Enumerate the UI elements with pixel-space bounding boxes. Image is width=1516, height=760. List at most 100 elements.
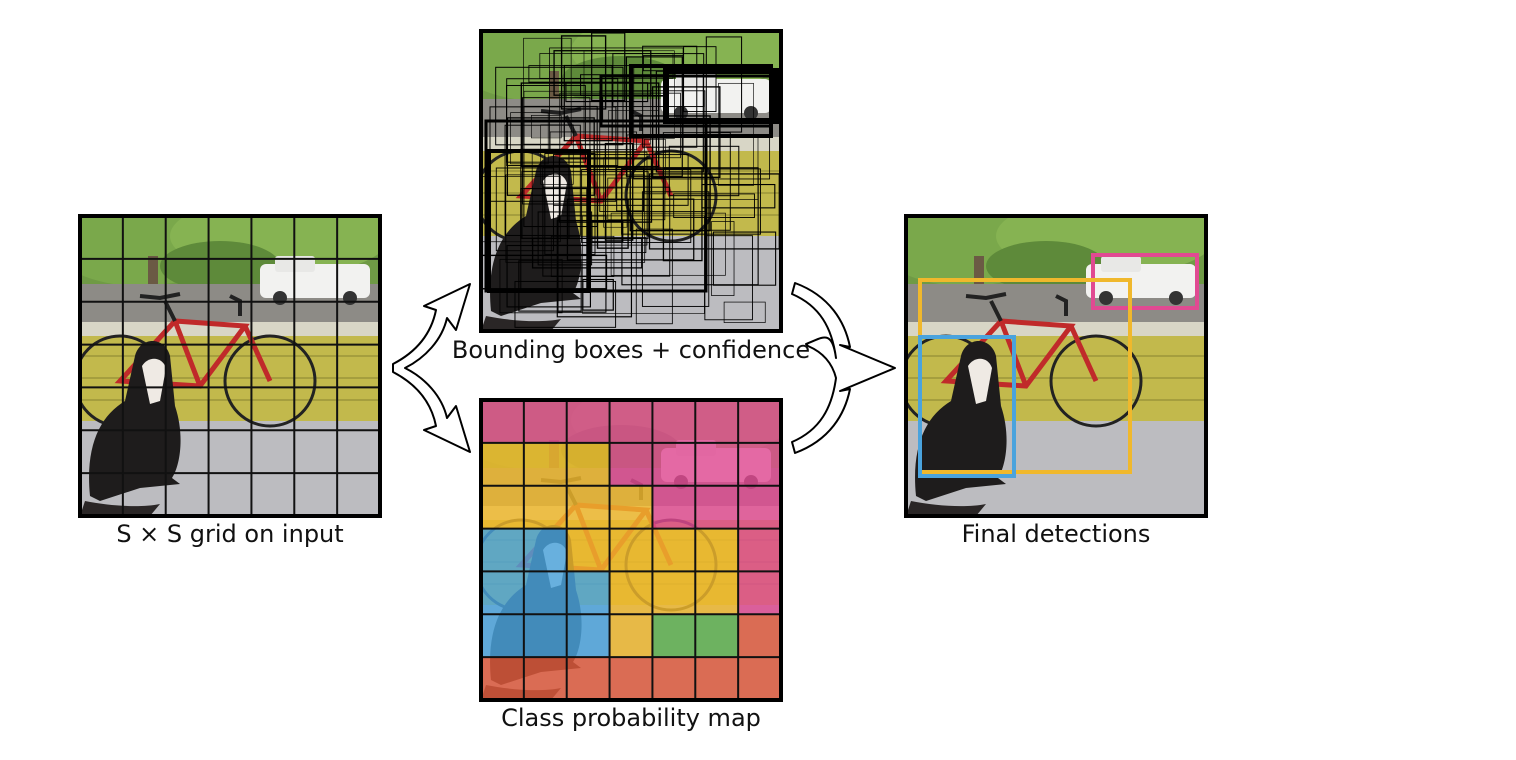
candidate-box-strong [599, 74, 773, 128]
class-cell-bicycle [481, 442, 524, 486]
candidate-box [591, 237, 647, 254]
candidate-box [531, 115, 562, 139]
final-caption: Final detections [961, 520, 1151, 548]
candidate-box [510, 112, 549, 165]
boxes-caption: Bounding boxes + confidence [451, 336, 811, 364]
predicted-boxes [481, 32, 780, 328]
class-cell-potted-plant [695, 614, 739, 658]
candidate-box [549, 47, 684, 152]
class-cell-dining-table [609, 657, 653, 700]
candidate-box [560, 35, 607, 110]
candidate-box [505, 174, 646, 263]
class-cell-dog [523, 614, 567, 658]
class-map-grid-lines [481, 400, 781, 700]
candidate-box [662, 132, 731, 231]
candidate-box [582, 215, 705, 314]
class-cell-dog [481, 571, 524, 615]
candidate-box [711, 221, 735, 296]
class-cell-bicycle [566, 528, 610, 572]
class-cell-bicycle [523, 485, 567, 529]
class-cell-bicycle [481, 485, 524, 529]
candidate-box-strong [663, 68, 779, 124]
class-cell-dining-table [652, 657, 696, 700]
class-cell-potted-plant [652, 614, 696, 658]
class-cell-dog [566, 614, 610, 658]
candidate-box [528, 65, 635, 83]
candidate-box [625, 56, 683, 177]
candidate-box [610, 212, 726, 276]
class-cell-dining-table [738, 657, 781, 700]
class-cell-car [738, 528, 781, 572]
class-cell-car [738, 485, 781, 529]
final-image-frame [904, 214, 1208, 518]
candidate-box [603, 157, 628, 228]
class-cell-car [695, 485, 739, 529]
input-grid-lines [80, 216, 380, 516]
input-image-frame [78, 214, 382, 518]
class-cell-bicycle [523, 442, 567, 486]
class-probability-cells [481, 400, 781, 700]
class-cell-car [652, 400, 696, 443]
candidate-box [499, 258, 563, 314]
candidate-box [705, 36, 743, 133]
candidate-box [514, 280, 617, 328]
class-cell-dining-table [738, 614, 781, 658]
class-cell-dining-table [481, 657, 524, 700]
class-cell-dog [481, 528, 524, 572]
candidate-box [641, 191, 710, 307]
class-cell-dining-table [695, 657, 739, 700]
class-cell-car [652, 485, 696, 529]
candidate-box [712, 231, 777, 286]
candidate-box [506, 117, 595, 196]
boxes-image-frame [479, 29, 783, 333]
class-cell-bicycle [609, 571, 653, 615]
grid-caption: S × S grid on input [116, 520, 344, 548]
bounding-boxes-panel [479, 29, 783, 333]
class-cell-bicycle [652, 571, 696, 615]
class-cell-bicycle [566, 442, 610, 486]
candidate-box [668, 145, 740, 197]
grid-input-panel [78, 214, 382, 518]
class-cell-car [695, 442, 739, 486]
class-cell-dog [523, 571, 567, 615]
candidate-box [518, 260, 582, 312]
class-cell-car [523, 400, 567, 443]
candidate-box [504, 124, 581, 236]
candidate-box [683, 46, 717, 113]
split-arrow-icon [392, 283, 471, 453]
candidate-box [495, 167, 554, 252]
class-cell-dining-table [523, 657, 567, 700]
class-cell-bicycle [609, 485, 653, 529]
candidate-box [544, 152, 596, 255]
class-cell-dining-table [566, 657, 610, 700]
candidate-box [542, 186, 671, 277]
class-cell-car [481, 400, 524, 443]
candidate-box-strong [484, 119, 708, 293]
class-cell-dog [566, 571, 610, 615]
class-cell-car [738, 442, 781, 486]
candidate-box [495, 66, 624, 146]
candidate-box [723, 301, 766, 323]
candidate-box [604, 142, 634, 241]
candidate-box [549, 131, 638, 150]
candidate-box [556, 219, 633, 318]
class-cell-bicycle [695, 571, 739, 615]
candidate-box [523, 90, 651, 145]
candidate-box [616, 167, 645, 212]
merge-arrow-icon [791, 282, 896, 454]
class-cell-dog [481, 614, 524, 658]
class-cell-car [609, 442, 653, 486]
candidate-box [581, 169, 692, 243]
candidate-box [583, 50, 675, 139]
dog-detection-box [918, 335, 1016, 478]
class-cell-car [609, 400, 653, 443]
class-cell-bicycle [566, 485, 610, 529]
class-cell-car [652, 442, 696, 486]
classmap-image-frame [479, 398, 783, 702]
class-cell-bicycle [609, 528, 653, 572]
class-cell-bicycle [652, 528, 696, 572]
class-cell-bicycle [609, 614, 653, 658]
candidate-box [596, 198, 629, 249]
final-detections-panel [904, 214, 1208, 518]
